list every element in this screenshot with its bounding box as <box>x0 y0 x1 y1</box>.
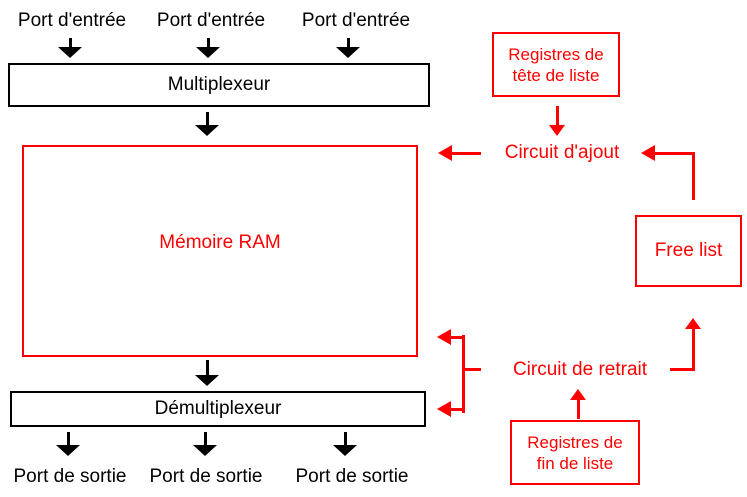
add-circuit-label: Circuit d'ajout <box>504 142 620 163</box>
multiplexer-label: Multiplexeur <box>167 74 271 95</box>
free-list-box: Free list <box>635 215 742 287</box>
demultiplexer-label: Démultiplexeur <box>154 398 282 419</box>
multiplexer-box: Multiplexeur <box>8 63 430 107</box>
output-port-label-3: Port de sortie <box>295 466 409 487</box>
remove-circuit-label: Circuit de retrait <box>512 359 648 380</box>
ram-label: Mémoire RAM <box>159 232 281 253</box>
head-registers-label-line1: Registres de <box>508 44 604 64</box>
demultiplexer-box: Démultiplexeur <box>10 391 426 427</box>
head-registers-box: Registres de tête de liste <box>492 32 620 97</box>
tail-registers-label-line2: fin de liste <box>536 453 614 473</box>
output-port-label-2: Port de sortie <box>149 466 263 487</box>
input-port-label-3: Port d'entrée <box>301 10 411 31</box>
ram-box: Mémoire RAM <box>22 145 418 357</box>
tail-registers-box: Registres de fin de liste <box>510 420 640 485</box>
tail-registers-label-line1: Registres de <box>527 432 623 452</box>
output-port-label-1: Port de sortie <box>13 466 127 487</box>
free-list-label: Free list <box>654 240 723 261</box>
input-port-label-2: Port d'entrée <box>156 10 266 31</box>
head-registers-label-line2: tête de liste <box>512 65 600 85</box>
input-port-label-1: Port d'entrée <box>17 10 127 31</box>
